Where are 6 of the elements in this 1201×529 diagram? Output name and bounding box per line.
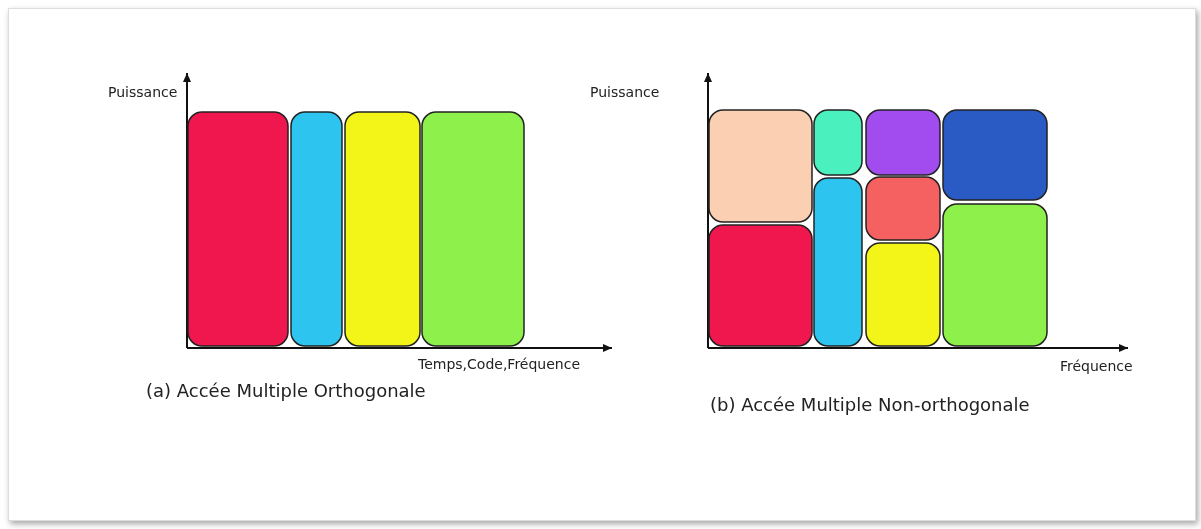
panel-caption: (a) Accée Multiple Orthogonale [146,380,426,401]
axis-label: Puissance [108,84,178,100]
axis-label: Puissance [590,84,660,100]
axis-label: Temps,Code,Fréquence [418,356,580,372]
axis-label: Fréquence [1060,358,1133,374]
panel-caption: (b) Accée Multiple Non-orthogonale [710,394,1030,415]
